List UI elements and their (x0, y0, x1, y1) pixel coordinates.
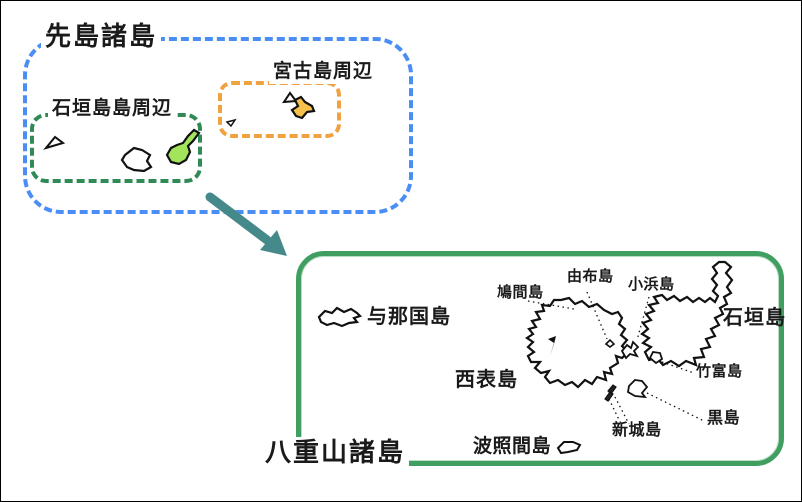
ishigaki-island-label: 石垣島 (723, 307, 786, 329)
ishigaki-area-label: 石垣島島周辺 (48, 98, 177, 121)
hateruma-island-label: 波照間島 (473, 436, 552, 457)
taketomi-island-label: 竹富島 (696, 363, 743, 380)
yaeyama-region-outline (296, 251, 784, 466)
yonaguni-island-label: 与那国島 (367, 306, 451, 328)
miyako-area-label: 宮古島周辺 (269, 61, 378, 84)
yufu-island-label: 由布島 (567, 268, 614, 285)
ishigaki-area-outline (30, 113, 202, 183)
sakishima-region-title: 先島諸島 (41, 21, 162, 52)
hatoma-island-label: 鳩間島 (497, 284, 544, 301)
iriomote-island-label: 西表島 (455, 369, 518, 391)
aragusuku-island-label: 新城島 (612, 422, 662, 439)
kohama-island-label: 小浜島 (628, 276, 675, 293)
kuroshima-island-label: 黒島 (707, 410, 741, 427)
zoom-arrow-head-icon (260, 230, 287, 256)
yaeyama-region-title: 八重山諸島 (261, 437, 410, 468)
miyako-area-outline (218, 81, 341, 138)
